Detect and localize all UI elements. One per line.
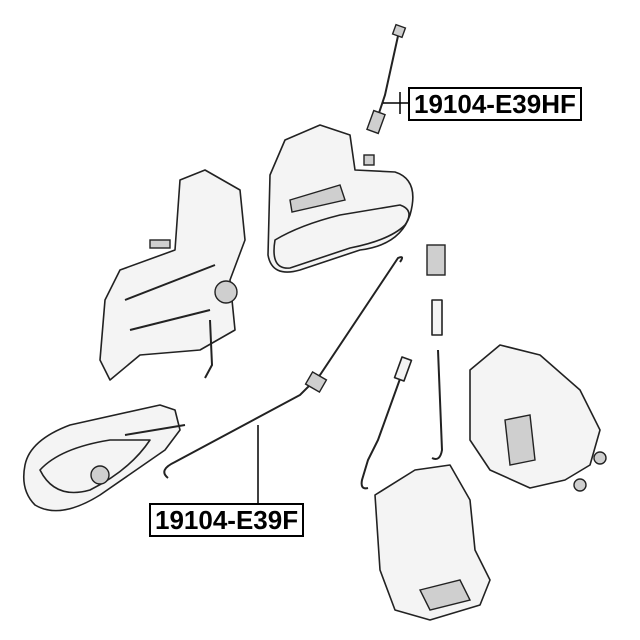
handle-frame-bracket (99, 169, 246, 381)
door-latch-actuator (469, 344, 607, 492)
inner-door-handle (22, 404, 186, 512)
lock-cylinder-housing (374, 464, 491, 621)
part-label-19104-e39hf: 19104-E39HF (408, 87, 582, 121)
part-label-19104-e39f: 19104-E39F (149, 503, 305, 537)
outer-door-handle (267, 124, 414, 273)
leader-line-hf (383, 92, 408, 114)
lower-cable-rod (163, 256, 404, 479)
upper-cable-rod (363, 23, 407, 166)
lock-rod-parts (360, 244, 446, 490)
